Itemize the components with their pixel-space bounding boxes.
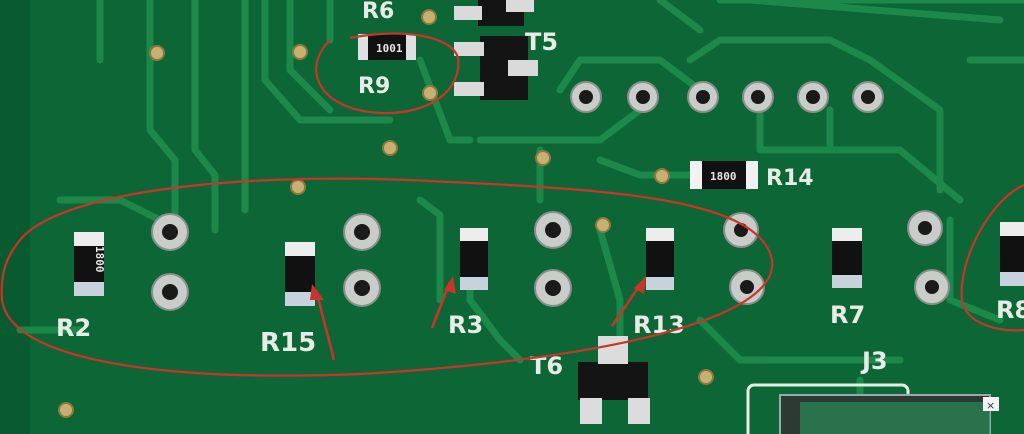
annotation-arrows	[310, 276, 646, 361]
label-r8: R8	[996, 296, 1024, 324]
resistor-r13-body	[646, 228, 674, 290]
through-holes	[151, 81, 950, 311]
annotation-circles	[0, 32, 1024, 377]
vias	[58, 9, 714, 418]
label-r9: R9	[358, 74, 390, 99]
resistor-r9-body: 1001	[358, 34, 416, 60]
transistor-t6-body	[578, 336, 650, 424]
label-r14: R14	[766, 166, 814, 191]
resistor-r9-marking: 1001	[376, 42, 403, 55]
transistor-t5-body	[454, 36, 538, 100]
resistor-r7-body	[832, 228, 862, 288]
label-r6: R6	[362, 0, 394, 24]
arrow-r13-head	[634, 276, 646, 294]
resistor-r15-body	[285, 242, 315, 306]
label-r3: R3	[448, 311, 483, 339]
resistor-r2-body	[74, 232, 104, 296]
annotation-circle-row	[0, 177, 774, 377]
resistor-r14-body: 1800	[690, 161, 758, 189]
resistor-r8-body	[1000, 222, 1024, 286]
label-j3: J3	[860, 347, 888, 375]
transistor-r6-area	[454, 0, 534, 26]
arrow-r3-head	[444, 276, 456, 294]
svg-text:×: ×	[986, 399, 995, 412]
annotation-circle-r8	[960, 183, 1024, 332]
resistor-r14-marking: 1800	[710, 170, 737, 183]
annotation-circle-r9	[315, 32, 460, 115]
label-r7: R7	[830, 301, 865, 329]
resistor-r3-body	[460, 228, 488, 290]
connector-j3-body: ×	[746, 383, 999, 434]
resistor-vertical-marking: 1800	[93, 246, 106, 273]
arrow-r15	[314, 289, 336, 361]
board-edge	[0, 0, 30, 434]
label-r15: R15	[260, 328, 316, 358]
label-r2: R2	[56, 314, 91, 342]
label-t5: T5	[525, 28, 558, 56]
arrow-r15-head	[310, 284, 324, 300]
